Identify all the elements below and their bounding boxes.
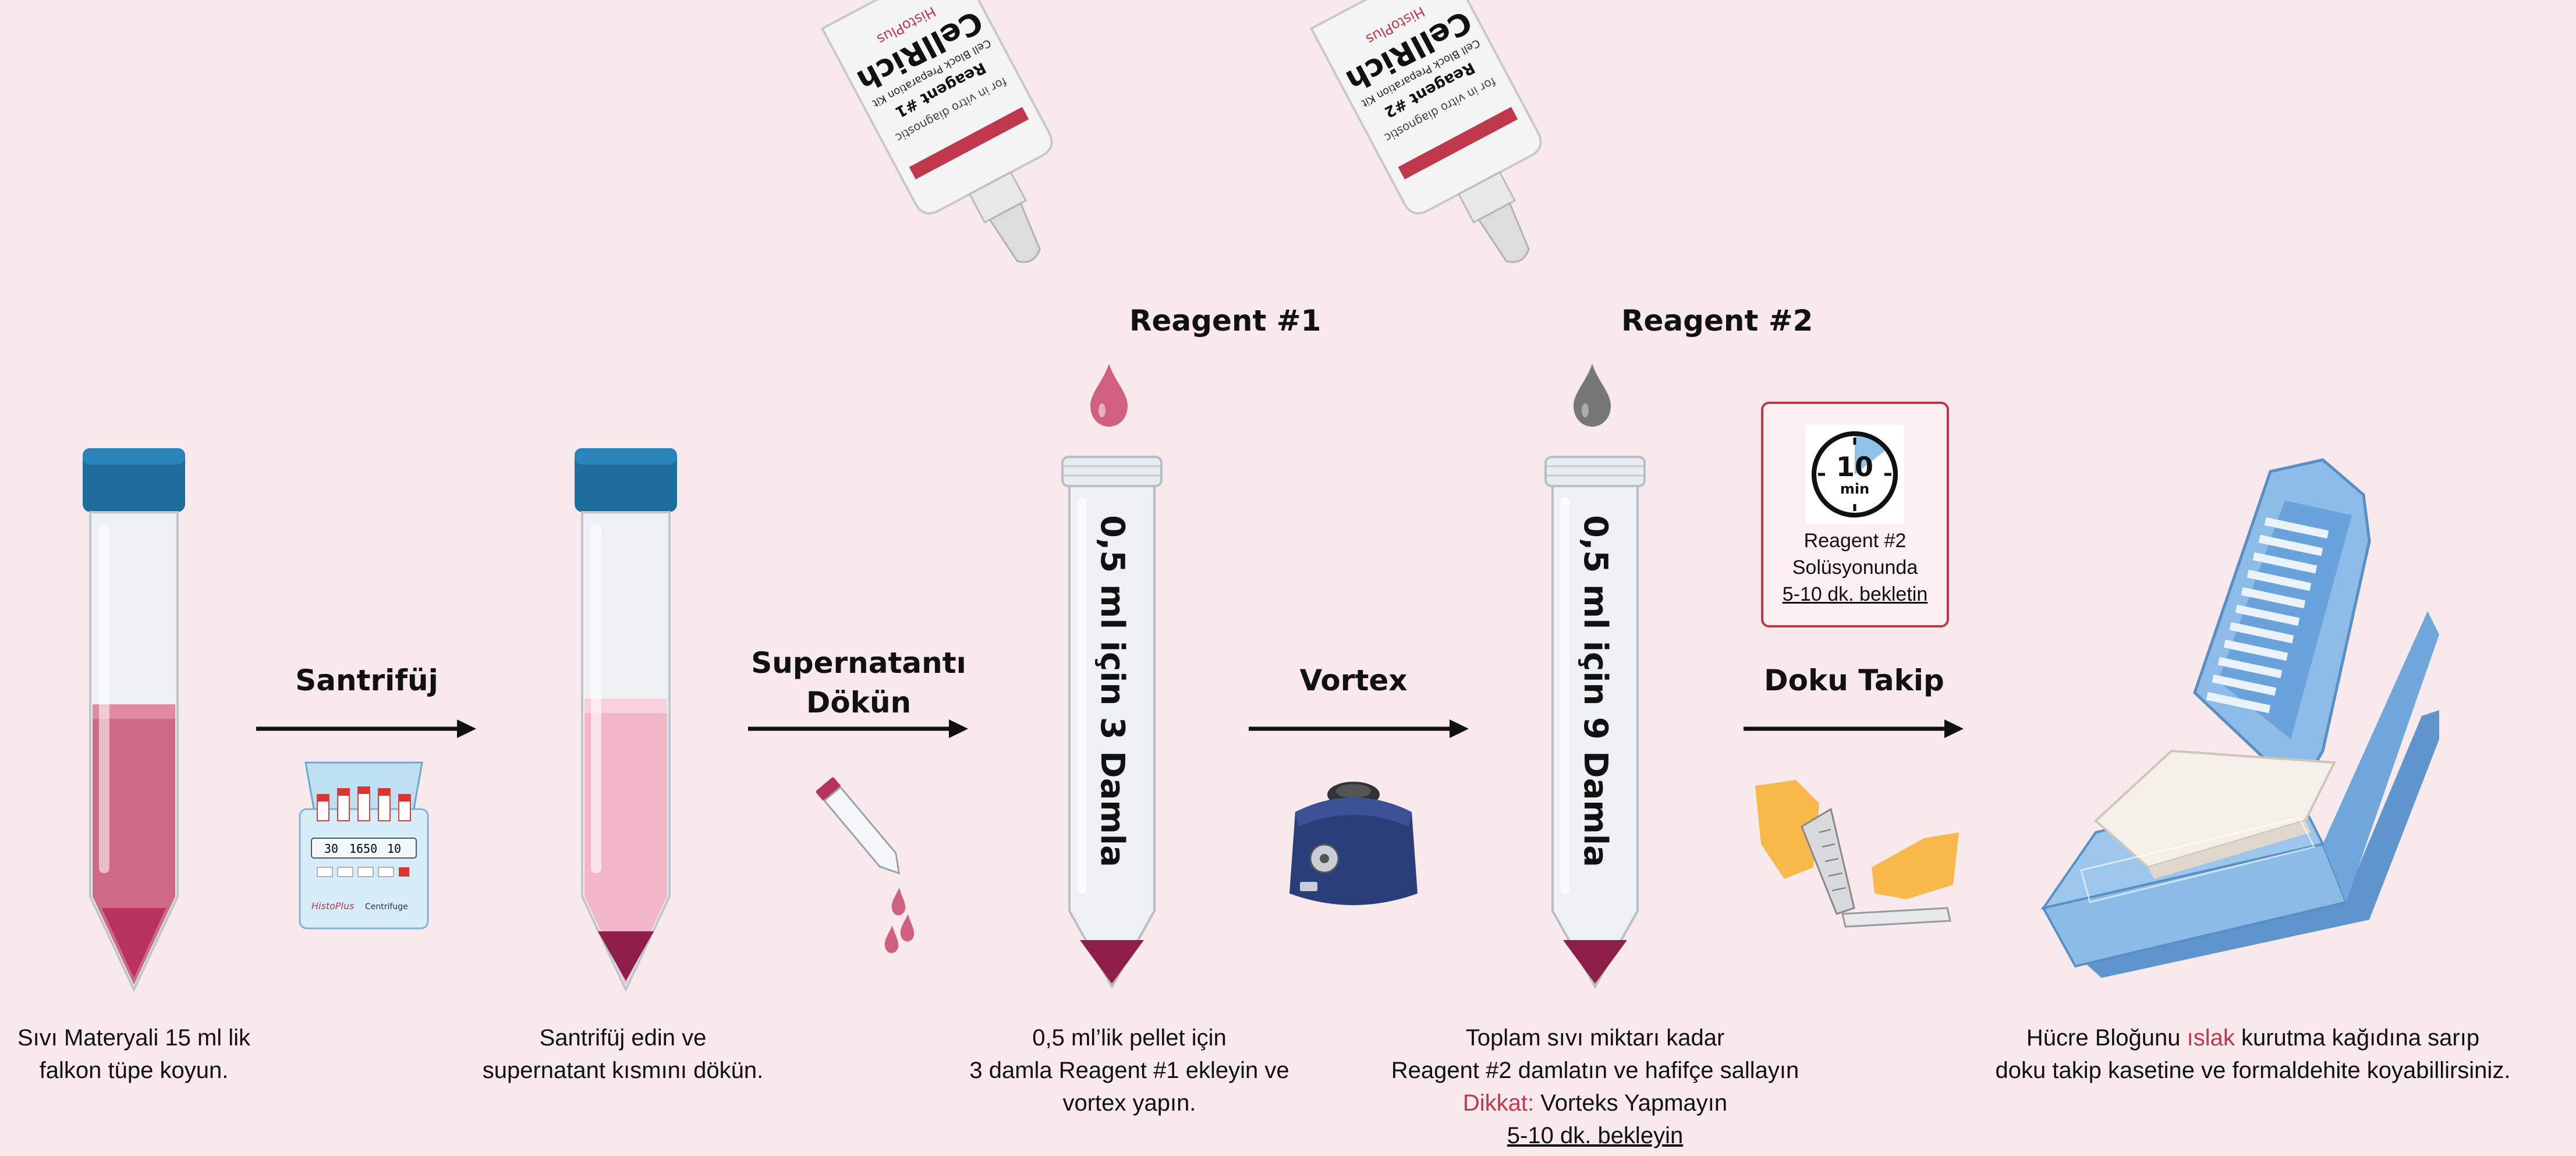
centrifuge-display-1: 30 xyxy=(324,842,338,856)
centrifuge-display-2: 1650 xyxy=(349,842,377,856)
timer-line1: Reagent #2 xyxy=(1803,530,1907,552)
caption-4-line4: 5-10 dk. bekleyin xyxy=(1507,1123,1684,1148)
caption-1-line1: Sıvı Materyali 15 ml lik xyxy=(17,1025,251,1051)
hands-wrapping-icon xyxy=(1755,780,1959,928)
caption-3-line3: vortex yapın. xyxy=(1062,1090,1196,1116)
pink-drop-icon xyxy=(1090,364,1128,427)
caption-5-wet: ıslak xyxy=(2187,1025,2235,1051)
arrow-pour xyxy=(748,719,968,738)
caption-4-line3-rest: Vorteks Yapmayın xyxy=(1534,1090,1728,1116)
caption-4-line3: Dikkat: Vorteks Yapmayın xyxy=(1339,1087,1851,1119)
vortex-mixer-icon xyxy=(1289,782,1418,905)
timer-line3: 5-10 dk. bekletin xyxy=(1782,583,1928,605)
caption-step-2: Santrifüj edin ve supernatant kısmını dö… xyxy=(454,1022,792,1087)
caption-3-line1: 0,5 ml’lik pellet için xyxy=(1032,1025,1227,1051)
step-label-tissue: Doku Takip xyxy=(1764,664,1944,697)
arrow-vortex xyxy=(1249,719,1469,738)
reagent-1-label: Reagent #1 xyxy=(1129,304,1321,338)
caption-step-1: Sıvı Materyali 15 ml lik falkon tüpe koy… xyxy=(0,1022,268,1087)
timer-caption: Reagent #2 Solüsyonunda 5-10 dk. bekleti… xyxy=(1763,527,1947,608)
gray-drop-icon xyxy=(1574,364,1611,427)
centrifuge-brand: HistoPlus xyxy=(311,900,354,912)
arrow-tissue xyxy=(1744,719,1964,738)
reagent-2-bottle: for in vitro diagnostic Reagent #2 Cell … xyxy=(1309,0,1542,263)
caption-4-line2: Reagent #2 damlatın ve hafifçe sallayın xyxy=(1391,1058,1799,1083)
reagent-1-bottle: for in vitro diagnostic Reagent #1 Cell … xyxy=(820,0,1053,263)
centrifuge-model: Centrifuge xyxy=(365,902,408,912)
step-label-centrifuge: Santrifüj xyxy=(295,664,438,697)
falcon-tube-filled xyxy=(83,448,185,992)
pouring-tube-icon xyxy=(816,777,915,953)
caption-step-5: Hücre Bloğunu ıslak kurutma kağıdına sar… xyxy=(1933,1022,2573,1087)
falcon-tube-centrifuged xyxy=(575,448,677,992)
caption-5-line1: Hücre Bloğunu ıslak kurutma kağıdına sar… xyxy=(1933,1022,2573,1054)
caption-5-line2: doku takip kasetine ve formaldehite koya… xyxy=(1995,1058,2511,1083)
caption-step-3: 0,5 ml’lik pellet için 3 damla Reagent #… xyxy=(931,1022,1327,1119)
timer-number: 10 xyxy=(1836,451,1873,483)
caption-4-warning: Dikkat: xyxy=(1462,1090,1535,1116)
step-label-pour: Supernatantı Dökün xyxy=(745,643,972,722)
step-label-pour-line2: Dökün xyxy=(806,686,912,719)
conical-tube-reagent-1 xyxy=(1061,456,1163,990)
centrifuge-display-3: 10 xyxy=(387,842,401,856)
caption-step-4: Toplam sıvı miktarı kadar Reagent #2 dam… xyxy=(1339,1022,1851,1152)
centrifuge-icon: 30 1650 10 HistoPlus Centrifuge xyxy=(299,761,429,930)
step-label-vortex: Vortex xyxy=(1299,664,1408,697)
caption-5-part-a: Hücre Bloğunu xyxy=(2026,1025,2187,1051)
timer-icon: 10 min xyxy=(1805,425,1904,524)
timer-line2: Solüsyonunda xyxy=(1792,556,1918,579)
reagent-2-label: Reagent #2 xyxy=(1621,304,1813,338)
caption-2-line2: supernatant kısmını dökün. xyxy=(482,1058,764,1083)
tube-4-text: 0,5 ml için 9 Damla xyxy=(1576,515,1614,867)
timer-unit: min xyxy=(1840,481,1869,497)
caption-5-part-b: kurutma kağıdına sarıp xyxy=(2234,1025,2480,1051)
conical-tube-reagent-2 xyxy=(1544,456,1646,990)
tissue-cassette-icon xyxy=(2040,458,2439,978)
caption-1-line2: falkon tüpe koyun. xyxy=(39,1058,229,1083)
tube-3-text: 0,5 ml için 3 Damla xyxy=(1093,515,1131,867)
caption-4-line1: Toplam sıvı miktarı kadar xyxy=(1465,1025,1725,1051)
arrow-centrifuge xyxy=(256,719,476,738)
caption-2-line1: Santrifüj edin ve xyxy=(539,1025,707,1051)
caption-3-line2: 3 damla Reagent #1 ekleyin ve xyxy=(969,1058,1289,1083)
step-label-pour-line1: Supernatantı xyxy=(751,646,966,680)
timer-box: 10 min Reagent #2 Solüsyonunda 5-10 dk. … xyxy=(1761,402,1949,627)
